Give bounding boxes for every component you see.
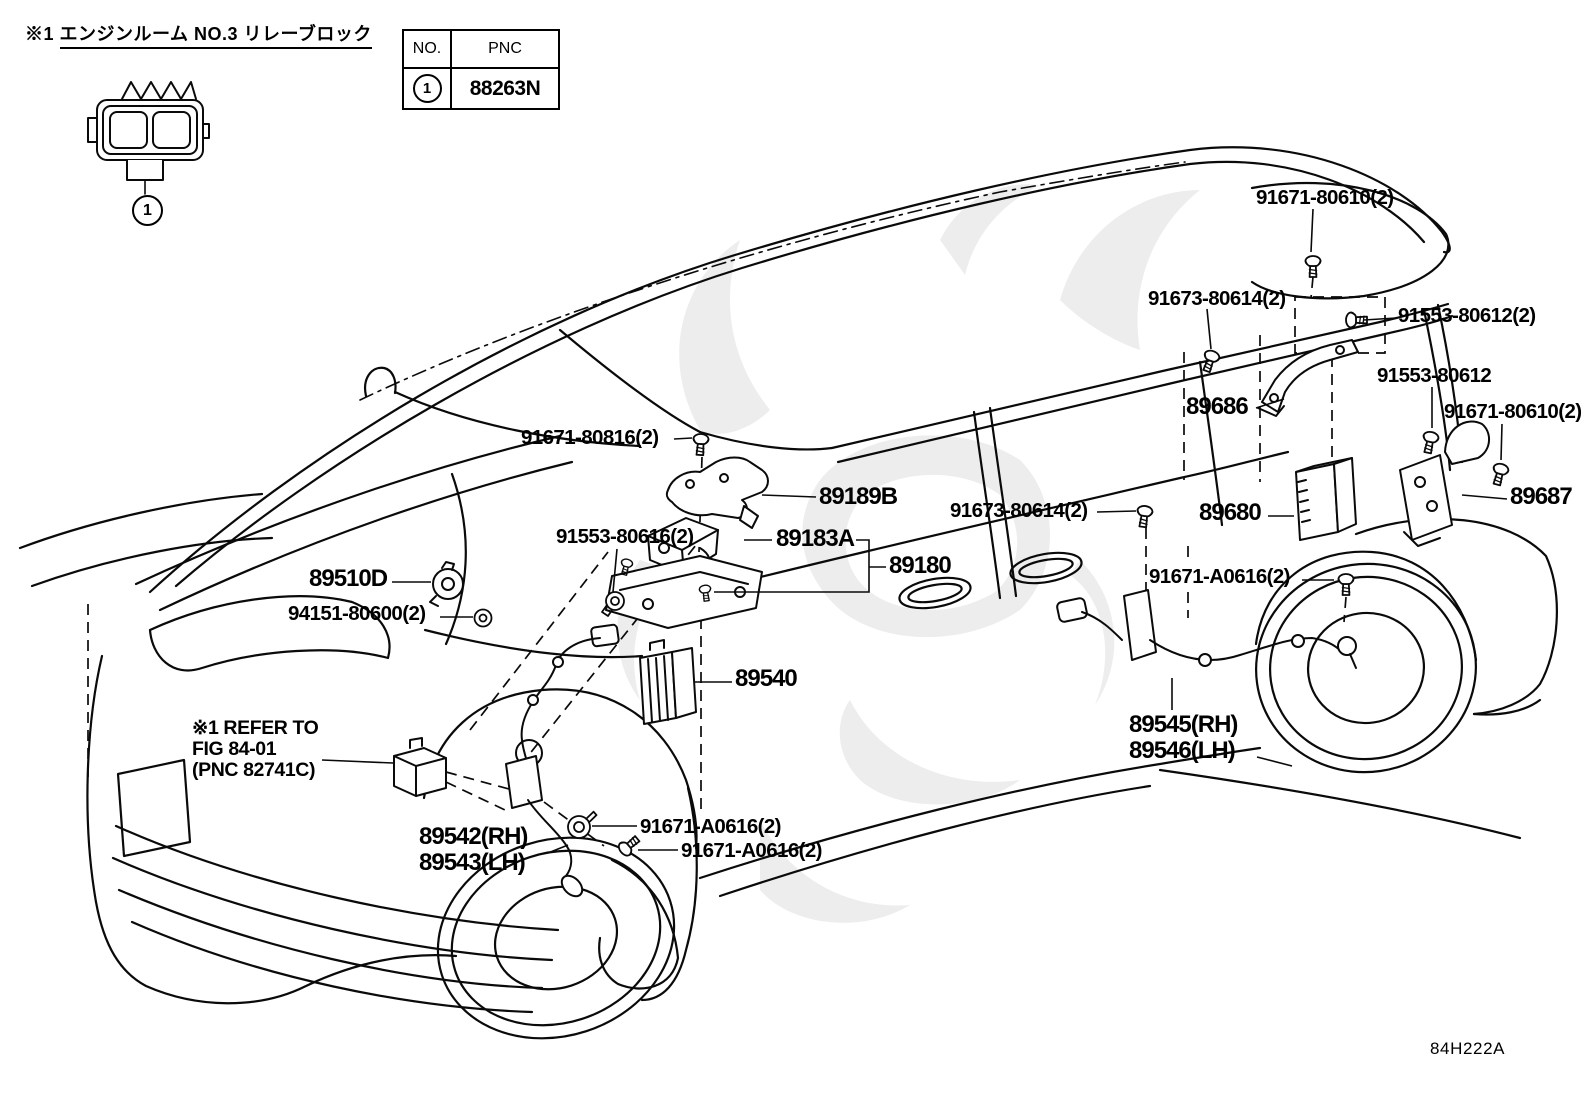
front-harness-89542-89543: [505, 623, 620, 898]
label-89542-89543[interactable]: 89542(RH) 89543(LH): [419, 823, 528, 876]
ecu-89680: [1295, 457, 1357, 541]
label-91553-80616[interactable]: 91553-80616(2): [556, 525, 694, 548]
label-89545-89546[interactable]: 89545(RH) 89546(LH): [1129, 711, 1238, 764]
relay-block-drawing: [87, 81, 210, 195]
label-91671-A0616-front2[interactable]: 91671-A0616(2): [681, 839, 823, 862]
label-91673-80614-top[interactable]: 91673-80614(2): [1148, 287, 1286, 310]
pnc-table-row[interactable]: 1 88263N: [402, 67, 560, 110]
pnc-code: 88263N: [469, 76, 541, 100]
leader-lines: [321, 208, 1508, 854]
label-89510D[interactable]: 89510D: [309, 565, 388, 592]
label-89687[interactable]: 89687: [1510, 483, 1573, 510]
bracket-89180: [605, 555, 763, 629]
label-91671-80610-top[interactable]: 91671-80610(2): [1256, 186, 1394, 209]
label-91673-80614-mid[interactable]: 91673-80614(2): [950, 499, 1088, 522]
label-91671-80610-right[interactable]: 91671-80610(2): [1444, 400, 1582, 423]
label-91553-80612-qty2[interactable]: 91553-80612(2): [1398, 304, 1536, 327]
label-91553-80612[interactable]: 91553-80612: [1377, 364, 1492, 387]
label-94151-80600[interactable]: 94151-80600(2): [288, 602, 426, 625]
sensor-89510D: [429, 561, 464, 607]
relay-block-callout-circle: 1: [132, 195, 163, 226]
label-91671-A0616-front1[interactable]: 91671-A0616(2): [640, 815, 782, 838]
bracket-89189B: [665, 456, 769, 529]
pnc-row-code-cell: 88263N: [450, 67, 560, 110]
label-89686[interactable]: 89686: [1186, 393, 1249, 420]
label-89540[interactable]: 89540: [735, 665, 798, 692]
ecu-89540: [639, 639, 697, 725]
rear-harness-89545-89546: [1056, 589, 1357, 669]
callout-number-badge: 1: [412, 74, 442, 103]
bracket-89687: [1399, 420, 1490, 547]
label-89680[interactable]: 89680: [1199, 499, 1262, 526]
component-drawings: [87, 81, 1511, 898]
note-prefix: ※1: [25, 24, 55, 44]
pnc-row-number-cell: 1: [402, 67, 452, 110]
vehicle-outline: [18, 146, 1558, 1040]
pnc-table-header-pnc: PNC: [450, 29, 560, 69]
junction-box-82741C: [393, 737, 447, 797]
label-91671-A0616-rear[interactable]: 91671-A0616(2): [1149, 565, 1291, 588]
pnc-table-header-no: NO.: [402, 29, 452, 69]
label-refer-note: ※1 REFER TO FIG 84-01 (PNC 82741C): [192, 717, 319, 781]
label-89180[interactable]: 89180: [889, 552, 952, 579]
door-handle-front: [898, 576, 972, 610]
note-body: エンジンルーム NO.3 リレーブロック: [59, 24, 372, 49]
label-89189B[interactable]: 89189B: [819, 483, 898, 510]
pnc-table: NO. PNC 1 88263N: [402, 29, 560, 110]
note-engine-room-relay-block: ※1 エンジンルーム NO.3 リレーブロック: [25, 20, 372, 49]
label-91671-80816[interactable]: 91671-80816(2): [521, 426, 659, 449]
label-89183A[interactable]: 89183A: [776, 525, 855, 552]
diagram-code-label: 84H222A: [1430, 1039, 1506, 1058]
